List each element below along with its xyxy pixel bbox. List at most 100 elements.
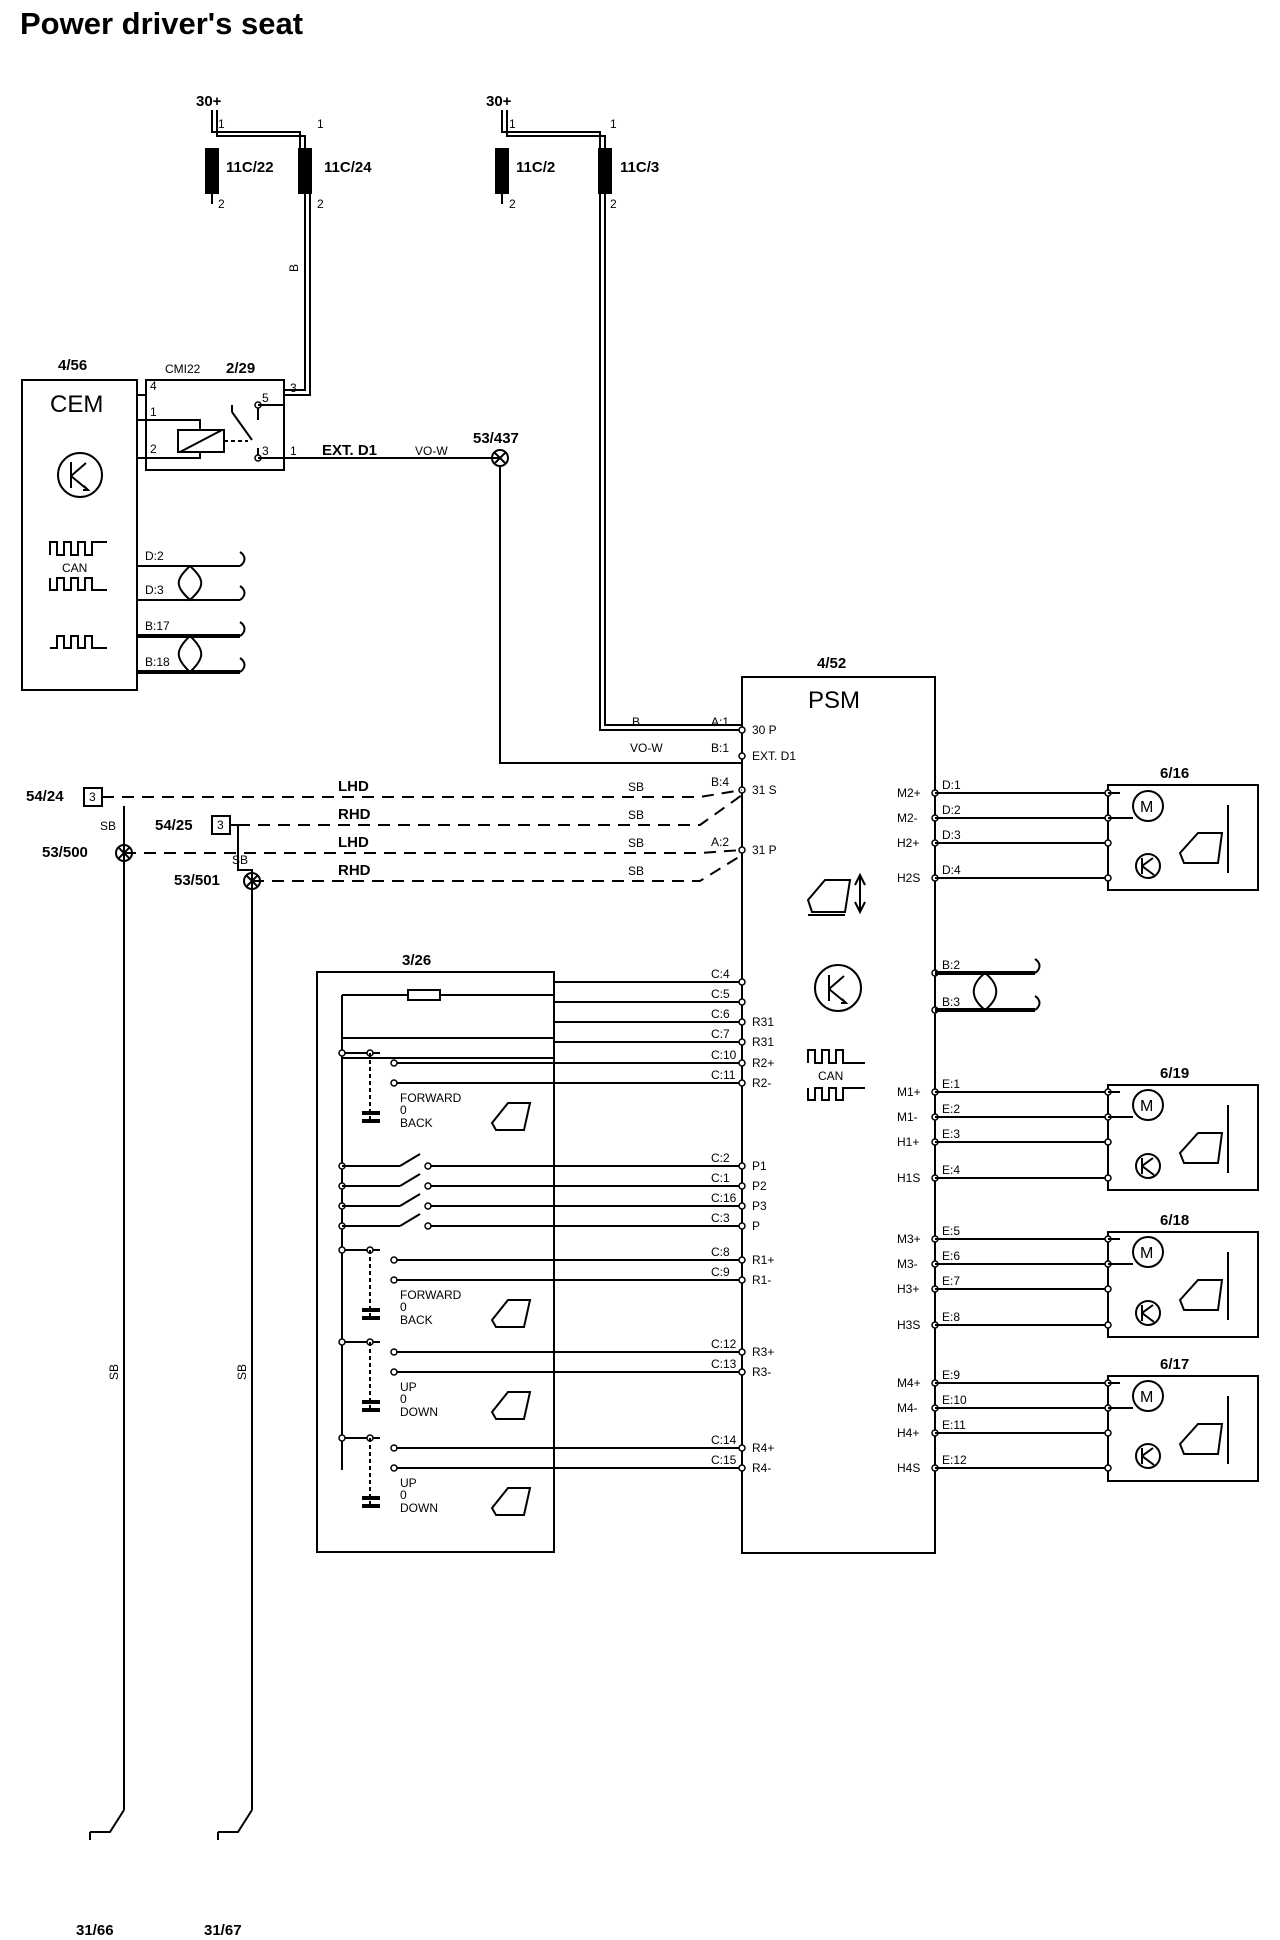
relay-module: CMI22 2/29 4 1 2 5 3 3 1 bbox=[137, 360, 297, 471]
svg-text:CMI22: CMI22 bbox=[165, 362, 201, 376]
can-signal-icon bbox=[49, 541, 107, 556]
hall-sensor-icon bbox=[1135, 1300, 1161, 1326]
psm-left-pin-name: 31 P bbox=[752, 843, 777, 857]
psm-left-conn: C:16 bbox=[711, 1191, 737, 1205]
svg-text:53/500: 53/500 bbox=[42, 844, 88, 861]
psm-right-conn: B:3 bbox=[942, 995, 960, 1009]
wire-color: VO-W bbox=[630, 741, 663, 755]
psm-label: PSM bbox=[808, 687, 860, 714]
psm-left-conn: C:1 bbox=[711, 1171, 730, 1185]
psm-left-pin-name: EXT. D1 bbox=[752, 749, 796, 763]
motor-unit-6-17: 6/17M bbox=[935, 1356, 1259, 1482]
svg-text:SB: SB bbox=[628, 780, 644, 794]
psm-left-conn: C:10 bbox=[711, 1048, 737, 1062]
psm-right-pin-name: H1S bbox=[897, 1171, 920, 1185]
svg-text:1: 1 bbox=[290, 444, 297, 458]
psm-right-conn: E:12 bbox=[942, 1453, 967, 1467]
psm-left-terminal bbox=[738, 1348, 746, 1356]
psm-right-pin-name: M4- bbox=[897, 1401, 918, 1415]
seat-symbol-icon bbox=[806, 872, 866, 916]
psm-left-conn: C:13 bbox=[711, 1357, 737, 1371]
svg-text:6/18: 6/18 bbox=[1160, 1212, 1189, 1229]
svg-text:FORWARD: FORWARD bbox=[400, 1091, 462, 1105]
svg-text:CAN: CAN bbox=[818, 1069, 843, 1083]
svg-text:4: 4 bbox=[150, 379, 157, 393]
seat-direction-icon bbox=[490, 1102, 532, 1131]
motor-unit-6-18: 6/18M bbox=[935, 1212, 1259, 1338]
svg-text:6/16: 6/16 bbox=[1160, 765, 1189, 782]
psm-left-conn: B:1 bbox=[711, 741, 729, 755]
seat-switch-module: 3/26 FORWARD0BACKFORWARD0BACKUP0DOWNUP0D… bbox=[316, 952, 555, 1553]
psm-right-conn: E:1 bbox=[942, 1077, 960, 1091]
psm-left-terminal bbox=[738, 1464, 746, 1472]
svg-text:11C/2: 11C/2 bbox=[516, 159, 555, 176]
psm-left-terminal bbox=[738, 1222, 746, 1230]
svg-text:SB: SB bbox=[107, 1364, 121, 1380]
ground-link-1: 54/24 3 SB 53/500 SB 31/66 bbox=[26, 787, 133, 1939]
motor-unit-6-19: 6/19M bbox=[935, 1065, 1259, 1191]
psm-left-pin-name: R3+ bbox=[752, 1345, 774, 1359]
psm-left-pin-name: P2 bbox=[752, 1179, 767, 1193]
psm-right-conn: D:2 bbox=[942, 803, 961, 817]
psm-left-conn: C:2 bbox=[711, 1151, 730, 1165]
psm-right-conn: D:4 bbox=[942, 863, 961, 877]
psm-left-terminal bbox=[738, 1038, 746, 1046]
psm-left-pin-name: P3 bbox=[752, 1199, 767, 1213]
svg-text:3/26: 3/26 bbox=[402, 952, 431, 969]
hall-sensor-icon bbox=[1135, 1443, 1161, 1469]
psm-left-conn: C:3 bbox=[711, 1211, 730, 1225]
seat-direction-icon bbox=[1178, 1105, 1229, 1173]
psm-right-conn: E:9 bbox=[942, 1368, 960, 1382]
psm-right-pin-name: H2+ bbox=[897, 836, 919, 850]
svg-text:3: 3 bbox=[217, 818, 224, 832]
psm-right-conn: E:6 bbox=[942, 1249, 960, 1263]
psm-left-terminal bbox=[738, 1256, 746, 1264]
ground-link-2: 54/25 3 SB 53/501 SB 31/67 bbox=[155, 815, 261, 1939]
svg-text:VO-W: VO-W bbox=[415, 444, 448, 458]
svg-text:3: 3 bbox=[89, 790, 96, 804]
svg-text:3: 3 bbox=[262, 444, 269, 458]
svg-text:M: M bbox=[1140, 1245, 1153, 1262]
ground-31-67: 31/67 bbox=[204, 1922, 242, 1939]
svg-text:3: 3 bbox=[290, 381, 297, 395]
psm-left-conn: C:6 bbox=[711, 1007, 730, 1021]
svg-text:53/501: 53/501 bbox=[174, 872, 220, 889]
psm-left-pin-name: R4- bbox=[752, 1461, 771, 1475]
svg-text:SB: SB bbox=[628, 808, 644, 822]
svg-text:1: 1 bbox=[509, 117, 516, 131]
cem-module: 4/56 CEM CAN bbox=[21, 357, 138, 691]
control-module-icon bbox=[57, 452, 103, 498]
fuse-11c22 bbox=[205, 148, 219, 194]
psm-left-terminal bbox=[738, 726, 746, 734]
svg-text:11C/24: 11C/24 bbox=[324, 159, 372, 176]
svg-text:BACK: BACK bbox=[400, 1116, 433, 1130]
psm-left-conn: C:5 bbox=[711, 987, 730, 1001]
psm-left-terminal bbox=[738, 1059, 746, 1067]
svg-text:M: M bbox=[1140, 799, 1153, 816]
svg-text:0: 0 bbox=[400, 1300, 407, 1314]
svg-text:1: 1 bbox=[150, 405, 157, 419]
psm-left-conn: C:7 bbox=[711, 1027, 730, 1041]
fuse-supply-label: 30+ bbox=[196, 93, 222, 110]
pulse-signal-icon bbox=[50, 635, 107, 649]
svg-text:11C/22: 11C/22 bbox=[226, 159, 274, 176]
svg-text:SB: SB bbox=[628, 836, 644, 850]
psm-left-pin-name: R2- bbox=[752, 1076, 771, 1090]
psm-right-conn: D:1 bbox=[942, 778, 961, 792]
svg-text:B: B bbox=[287, 264, 301, 272]
psm-left-pin-name: 30 P bbox=[752, 723, 777, 737]
svg-text:0: 0 bbox=[400, 1103, 407, 1117]
psm-left-pin-name: R3- bbox=[752, 1365, 771, 1379]
psm-left-pin-name: P1 bbox=[752, 1159, 767, 1173]
motor-icon bbox=[1132, 1089, 1164, 1121]
fuse-group-2: 30+ 1 1 11C/2 11C/3 2 2 bbox=[486, 93, 659, 211]
seat-direction-icon bbox=[490, 1299, 532, 1328]
svg-text:1: 1 bbox=[610, 117, 617, 131]
svg-text:M: M bbox=[1140, 1098, 1153, 1115]
svg-text:54/24: 54/24 bbox=[26, 788, 64, 805]
psm-right-pin-name: M1- bbox=[897, 1110, 918, 1124]
psm-right-pin-name: M3+ bbox=[897, 1232, 921, 1246]
psm-left-terminal bbox=[738, 1202, 746, 1210]
